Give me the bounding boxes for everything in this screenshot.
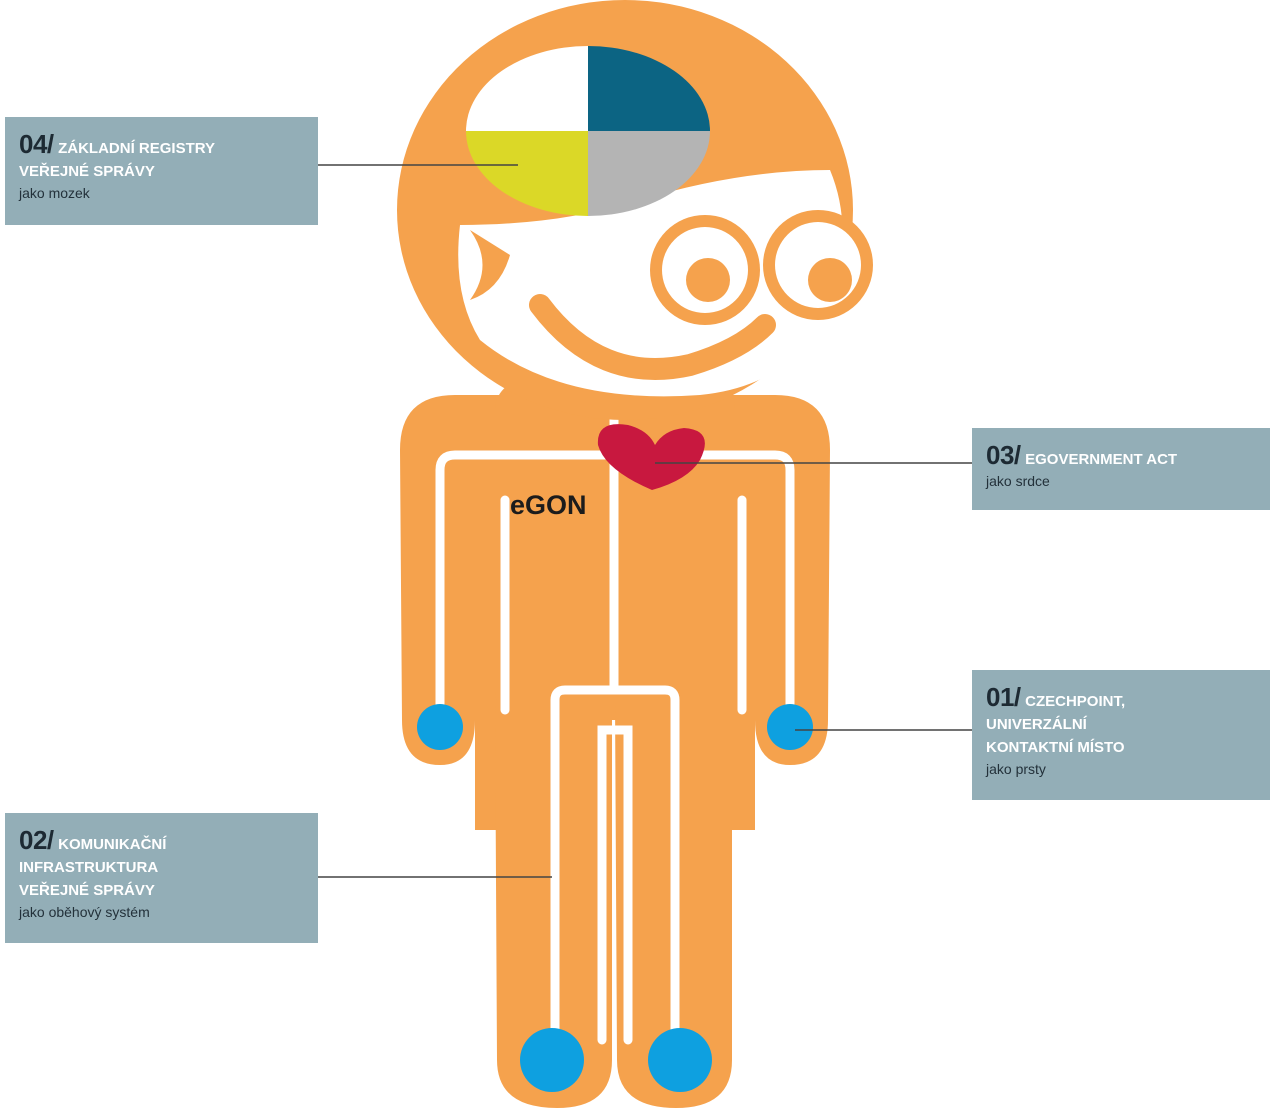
callout-02-circulation: 02/ KOMUNIKAČNÍ INFRASTRUKTURA VEŘEJNÉ S… (5, 813, 318, 943)
smile (529, 294, 776, 380)
character-name: eGON (510, 490, 587, 520)
left-hand-tip (417, 704, 463, 750)
callout-subtitle: jako mozek (19, 185, 90, 201)
hair-tuft (470, 230, 510, 300)
callout-number: 04/ (19, 129, 54, 159)
callout-03-heart: 03/ eGOVERNMENT ACT jako srdce (972, 428, 1270, 510)
left-foot-tip (520, 1028, 584, 1092)
right-foot-tip (648, 1028, 712, 1092)
callout-title-line: KONTAKTNÍ MÍSTO (986, 739, 1125, 756)
callout-subtitle: jako srdce (986, 473, 1050, 489)
callout-title-line: KOMUNIKAČNÍ (58, 836, 167, 853)
callout-title-line: eGOVERNMENT ACT (1025, 451, 1178, 468)
callout-title-line: UNIVERZÁLNÍ (986, 716, 1087, 733)
callout-subtitle: jako prsty (986, 761, 1046, 777)
callout-title-line: ZÁKLADNÍ REGISTRY (58, 140, 216, 157)
callout-number: 03/ (986, 440, 1021, 470)
heart (597, 424, 705, 490)
callout-subtitle: jako oběhový systém (19, 904, 150, 920)
brain-pie (466, 46, 710, 216)
callout-number: 02/ (19, 825, 54, 855)
callout-title-line: VEŘEJNÉ SPRÁVY (19, 163, 155, 180)
callout-04-brain: 04/ ZÁKLADNÍ REGISTRY VEŘEJNÉ SPRÁVY jak… (5, 117, 318, 225)
callout-number: 01/ (986, 682, 1021, 712)
eyes (650, 210, 873, 325)
callout-title-line: CZECHPOINT, (1025, 693, 1126, 710)
left-arm (400, 395, 505, 830)
callout-01-fingers: 01/ CZECHPOINT, UNIVERZÁLNÍ KONTAKTNÍ MÍ… (972, 670, 1270, 800)
fingertips (417, 704, 813, 1092)
connector-lines (318, 164, 972, 878)
right-hand-tip (767, 704, 813, 750)
callout-title-line: VEŘEJNÉ SPRÁVY (19, 882, 155, 899)
callout-title-line: INFRASTRUKTURA (19, 859, 159, 876)
